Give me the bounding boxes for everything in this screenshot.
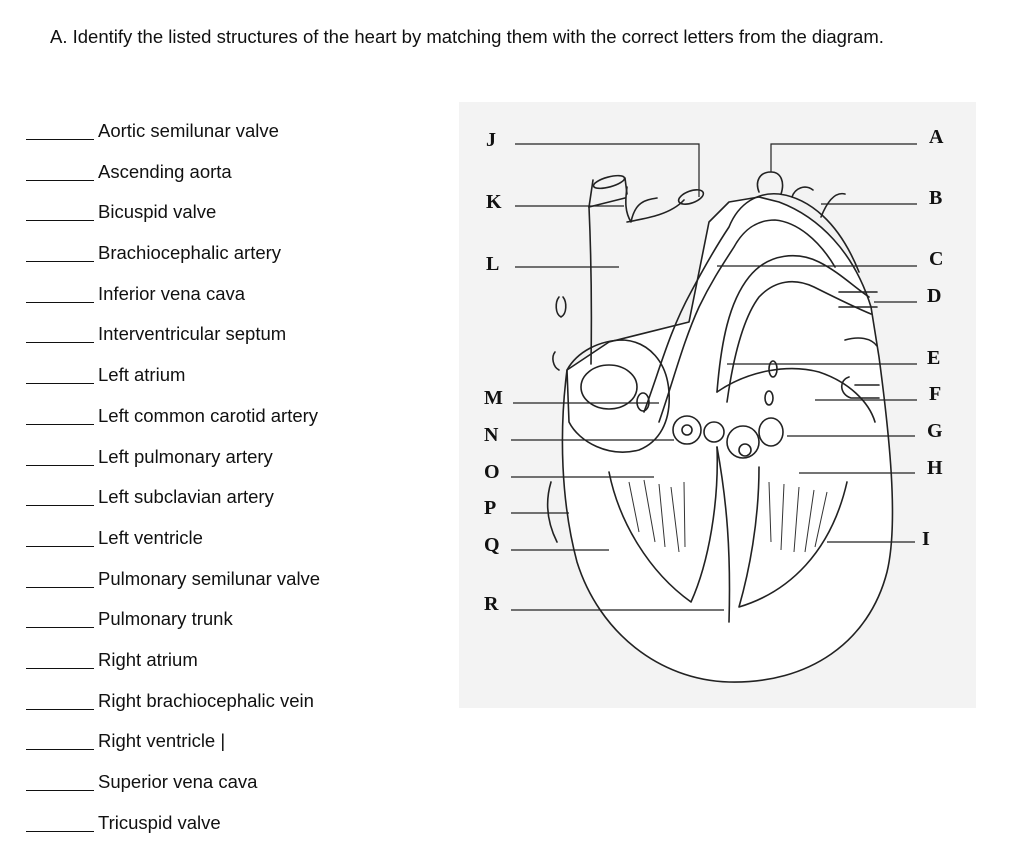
answer-blank[interactable] [26, 139, 94, 140]
diagram-letter-m: M [484, 387, 503, 409]
term-label: Superior vena cava [98, 771, 258, 792]
term-label: Right ventricle | [98, 730, 225, 752]
leader-lines [511, 143, 917, 611]
term-label: Left subclavian artery [98, 486, 274, 508]
answer-blank[interactable] [26, 342, 94, 344]
diagram-letter-n: N [484, 424, 499, 446]
diagram-letter-j: J [486, 129, 496, 151]
text-cursor: | [220, 730, 226, 752]
term-label: Tricuspid valve [98, 811, 221, 833]
term-label: Left atrium [98, 364, 186, 386]
answer-blank[interactable] [26, 261, 94, 263]
answer-blank[interactable] [26, 708, 94, 710]
diagram-letter-p: P [484, 497, 496, 519]
term-text: Right ventricle [98, 730, 216, 752]
term-label: Right brachiocephalic vein [98, 689, 314, 711]
term-label: Brachiocephalic artery [98, 242, 282, 264]
term-label: Ascending aorta [98, 160, 232, 182]
term-label: Left ventricle [98, 526, 203, 548]
term-label: Interventricular septum [98, 323, 287, 345]
term-label: Left pulmonary artery [98, 445, 273, 467]
answer-blank[interactable] [26, 423, 94, 425]
diagram-letter-o: O [484, 461, 500, 483]
answer-blank[interactable] [26, 505, 94, 507]
diagram-letter-l: L [486, 253, 499, 275]
diagram-letter-g: G [927, 420, 943, 442]
diagram-letter-h: H [927, 457, 943, 479]
answer-blank[interactable] [26, 464, 94, 466]
diagram-letter-e: E [927, 347, 940, 369]
answer-blank[interactable] [26, 383, 94, 385]
term-label: Pulmonary trunk [98, 608, 233, 630]
answer-blank[interactable] [26, 545, 94, 547]
term-label: Left common carotid artery [98, 404, 319, 426]
heart-diagram: J K L M N O P Q R A B C D E F G H I [459, 102, 976, 708]
answer-blank[interactable] [26, 749, 94, 751]
answer-blank[interactable] [26, 179, 94, 181]
answer-blank[interactable] [26, 790, 94, 791]
term-label: Bicuspid valve [98, 201, 217, 223]
diagram-letter-q: Q [484, 534, 500, 556]
answer-blank[interactable] [26, 301, 94, 303]
diagram-letter-k: K [486, 191, 502, 213]
answer-blank[interactable] [26, 667, 94, 669]
diagram-letter-b: B [929, 187, 942, 209]
answer-blank[interactable] [26, 220, 94, 222]
answer-blank[interactable] [26, 586, 94, 588]
answer-blank[interactable] [26, 627, 94, 629]
heart-illustration [546, 171, 894, 683]
instruction-text: A. Identify the listed structures of the… [50, 26, 884, 47]
answer-blank[interactable] [26, 830, 94, 832]
diagram-letter-i: I [922, 528, 930, 550]
heart-diagram-svg: J K L M N O P Q R A B C D E F G H I [484, 126, 944, 683]
term-label: Inferior vena cava [98, 282, 246, 304]
diagram-letter-f: F [929, 383, 941, 405]
diagram-letter-r: R [484, 593, 499, 615]
term-label: Right atrium [98, 648, 198, 670]
term-label: Aortic semilunar valve [98, 120, 279, 141]
diagram-letter-d: D [927, 285, 941, 307]
diagram-letter-a: A [929, 126, 944, 148]
term-label: Pulmonary semilunar valve [98, 567, 321, 589]
diagram-letter-c: C [929, 248, 943, 270]
